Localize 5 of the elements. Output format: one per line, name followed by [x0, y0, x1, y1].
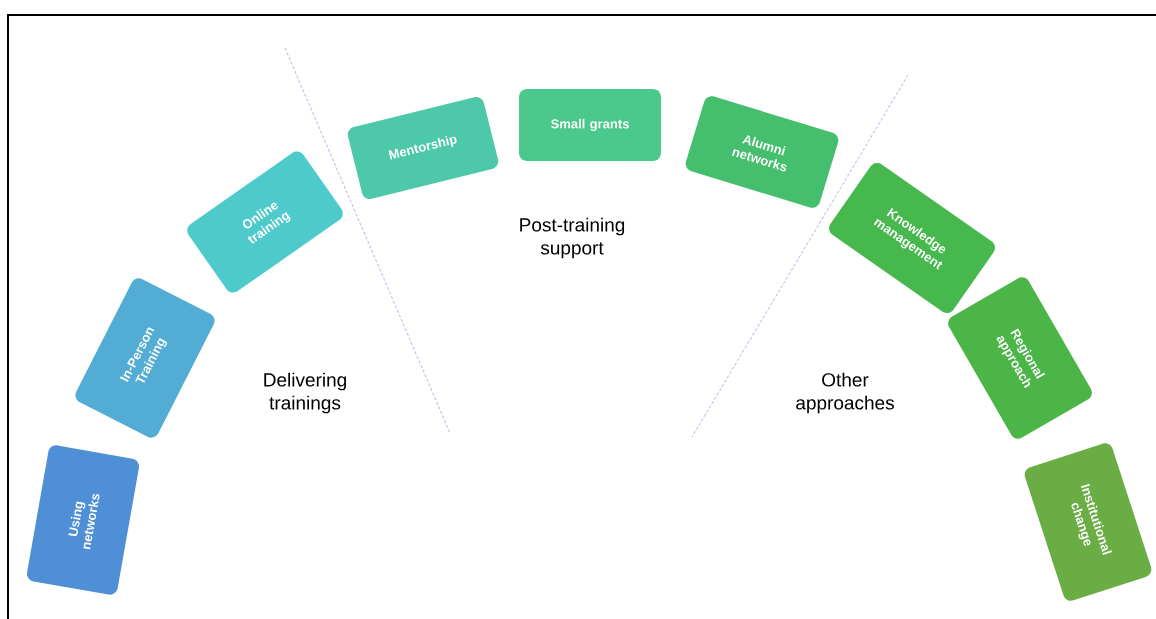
- section-label: Other approaches: [796, 372, 894, 414]
- category-box: Using networks: [27, 445, 140, 595]
- section-label: Post-training support: [520, 217, 625, 259]
- section-label: Delivering trainings: [264, 372, 346, 414]
- category-box: Small grants: [519, 89, 661, 161]
